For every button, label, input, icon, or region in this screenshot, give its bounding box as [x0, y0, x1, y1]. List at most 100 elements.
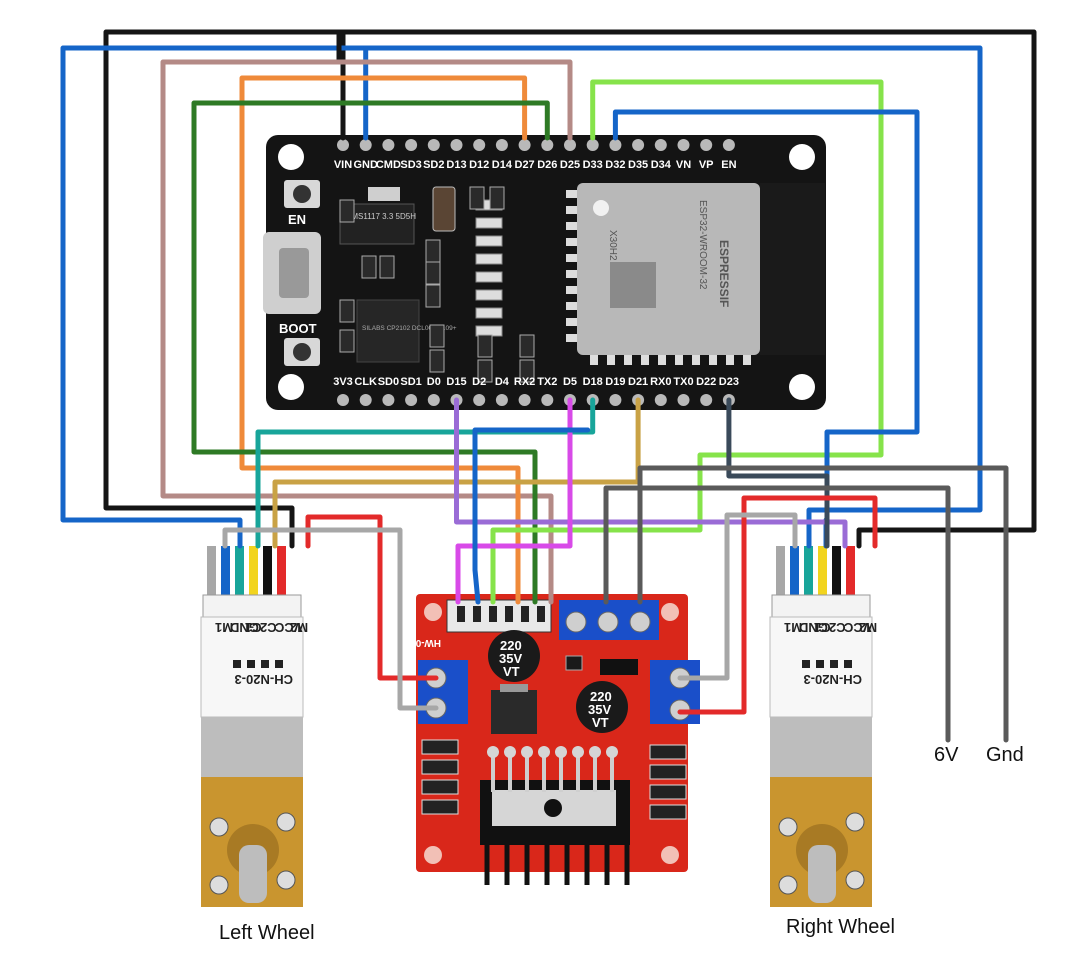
esp32-pin-label: D18	[583, 376, 603, 388]
esp32-pin-label: D22	[696, 376, 716, 388]
module-pad	[566, 238, 578, 246]
motor-pin-label: C1	[814, 620, 831, 635]
esp32-pin	[564, 139, 576, 151]
esp32-pin	[405, 394, 418, 406]
gearbox-screw	[845, 812, 865, 832]
supply-gnd-label: Gnd	[986, 744, 1024, 766]
esp32-pin	[359, 394, 372, 406]
wire-d25-driver	[160, 59, 573, 605]
usb-uart-chip	[356, 299, 420, 363]
en-button-cap	[293, 185, 311, 203]
motor-model-label: CH-N20-3	[803, 672, 862, 687]
motor-lead	[263, 546, 272, 601]
encoder-pad	[830, 660, 838, 668]
esp32-pin-label: D13	[446, 159, 466, 171]
usb-chip-marking: SILABS CP2102 DCL00X 2109+	[362, 325, 457, 332]
smd-part	[361, 255, 377, 279]
esp32-pin	[632, 139, 645, 151]
motor-lead	[235, 546, 244, 601]
driver-diodes	[421, 739, 687, 820]
motor-connector	[771, 594, 871, 618]
motor-driver-board: HW-095 220 35V VT 220 35V VT	[404, 594, 700, 885]
esp32-pin	[541, 394, 554, 406]
module-pad	[692, 353, 700, 365]
motor-shaft	[808, 845, 836, 903]
cap2-maker: VT	[592, 715, 609, 730]
motor-pin-label: GND	[230, 620, 259, 635]
smd-resistor	[475, 235, 503, 247]
motor-pin-label: M1	[215, 620, 233, 635]
motor-lead	[277, 546, 286, 601]
motor-pin-label: M2	[290, 620, 308, 635]
smd-part	[519, 334, 535, 358]
regulator-marking: AMS1117 3.3 5D5H	[346, 212, 416, 221]
esp32-pin	[473, 394, 486, 406]
driver-diode	[649, 804, 687, 820]
smd-resistor	[475, 271, 503, 283]
module-qr-code	[610, 262, 656, 308]
module-pad	[726, 353, 734, 365]
driver-diode	[649, 744, 687, 760]
motor-lead	[249, 546, 258, 601]
esp32-pin	[700, 394, 713, 406]
wire-d23-right	[726, 397, 830, 549]
module-pad	[590, 353, 598, 365]
esp32-pin-label: D33	[583, 159, 603, 171]
motor-pin-label: M1	[784, 620, 802, 635]
gearbox-screw	[209, 817, 229, 837]
smd-part	[477, 359, 493, 383]
wire-d33-driver	[490, 79, 884, 605]
motor-pin-label: VCC	[843, 620, 871, 635]
boot-button-label: BOOT	[279, 321, 317, 336]
module-pad	[566, 270, 578, 278]
driver-mount-hole	[424, 603, 442, 621]
esp32-pin	[722, 139, 735, 151]
esp32-pin	[382, 394, 395, 406]
wire-d18-left-c1	[255, 397, 596, 549]
motor-pin-label: M2	[859, 620, 877, 635]
esp32-pin-label: SD2	[423, 159, 444, 171]
smd-part	[339, 299, 355, 323]
esp32-pin	[586, 139, 599, 151]
driver-jumper[interactable]	[600, 659, 638, 675]
gearbox-screw	[209, 875, 229, 895]
smd-part	[379, 255, 395, 279]
esp32-pin-label: D15	[446, 376, 466, 388]
motor-lead	[221, 546, 230, 601]
smd-part	[425, 239, 441, 263]
esp32-pin	[700, 139, 713, 151]
electrolytic-capacitor-2	[576, 681, 628, 733]
esp32-pin	[677, 139, 690, 151]
module-pad	[566, 286, 578, 294]
esp32-pin	[518, 139, 531, 151]
esp32-pin	[609, 139, 622, 151]
encoder-pad	[275, 660, 283, 668]
driver-diode	[421, 799, 459, 815]
driver-smd-part	[565, 655, 583, 671]
electrolytic-capacitor-1	[488, 630, 540, 682]
module-pad	[566, 206, 578, 214]
tantalum-capacitor	[432, 186, 456, 232]
smd-resistor	[475, 289, 503, 301]
motor-lead	[207, 546, 216, 601]
esp32-pin-label: D34	[651, 159, 672, 171]
wroom-antenna	[760, 183, 825, 355]
esp32-pin-label: 3V3	[333, 376, 353, 388]
encoder-pad	[233, 660, 241, 668]
wire-d26-driver	[191, 100, 550, 605]
smd-part	[489, 186, 505, 210]
smd-part	[469, 186, 485, 210]
wires	[60, 29, 1037, 743]
chip-pad	[538, 746, 550, 758]
encoder-pad	[816, 660, 824, 668]
esp32-pin	[450, 139, 463, 151]
driver-header-pin	[537, 606, 545, 622]
module-pad	[566, 254, 578, 262]
chip-pad	[504, 746, 516, 758]
esp32-board: EN BOOT AMS1117 3.3 5D5H SILABS CP2102 D…	[263, 135, 826, 410]
gearbox-screw	[276, 870, 296, 890]
encoder-pad	[261, 660, 269, 668]
esp32-pin-label: D12	[469, 159, 489, 171]
esp32-pin-label: CLK	[354, 376, 377, 388]
smd-resistor	[475, 307, 503, 319]
